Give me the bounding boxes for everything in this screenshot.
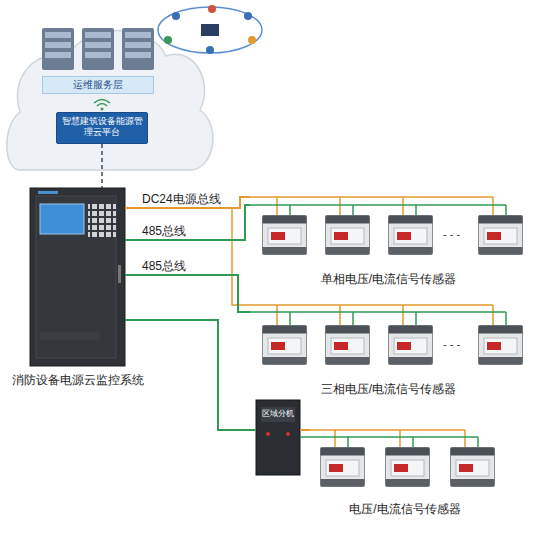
- ellipsis-label: - - -: [443, 338, 460, 351]
- node-text: 区域分机: [256, 410, 300, 419]
- dc24-bus-wire: [250, 197, 493, 215]
- cloud-platform-box: 智慧建筑设备能源管理云平台: [56, 112, 148, 144]
- server-slot: [85, 42, 111, 48]
- user-icon: [244, 12, 252, 20]
- monitor-cabinet: 消防设备电源云监控系统: [30, 188, 125, 366]
- server-slot: [45, 32, 71, 38]
- wifi-icon: [101, 108, 104, 111]
- node-text: 消防设备电源云监控系统: [12, 372, 144, 389]
- user-icon: [208, 5, 216, 13]
- extension-body: [256, 400, 300, 475]
- dc24-bus-wire: [232, 208, 493, 325]
- three-phase-sensor: [389, 326, 433, 365]
- cabinet-screen: [40, 204, 84, 234]
- three-phase-sensor: [263, 326, 307, 365]
- sensor-group: 三相电压/电流信号传感器: [250, 300, 527, 400]
- cabinet-door: [36, 196, 116, 358]
- device-icon: [201, 24, 219, 36]
- server-slot: [125, 32, 151, 38]
- cabinet-brand: [38, 191, 58, 194]
- user-icon: [172, 12, 180, 20]
- server-icon: [42, 28, 74, 70]
- server-icon: [82, 28, 114, 70]
- cloud-link: [101, 144, 103, 188]
- service-layer-band: 运维服务层: [42, 76, 154, 94]
- node-text: 单相电压/电流信号传感器: [250, 271, 527, 288]
- server-slot: [85, 52, 111, 58]
- rs485-bus-wire: [250, 205, 506, 215]
- server-icon: [122, 28, 154, 70]
- node-text: 三相电压/电流信号传感器: [250, 381, 527, 398]
- bus-line: [125, 205, 250, 240]
- vi-sensor: [451, 448, 495, 487]
- extension-lamp: [286, 432, 290, 436]
- three-phase-sensor: [326, 326, 370, 365]
- single-phase-sensor: [479, 216, 523, 255]
- server-slot: [125, 42, 151, 48]
- bus-label: 485总线: [140, 224, 188, 238]
- server-slot: [45, 52, 71, 58]
- wifi-icon: [97, 104, 107, 107]
- node-text: 智慧建筑设备能源管理云平台: [61, 116, 143, 137]
- user-icon: [164, 36, 172, 44]
- wifi-icon: [94, 100, 110, 104]
- sensor-group: 电压/电流信号传感器: [310, 425, 500, 520]
- server-slot: [85, 32, 111, 38]
- rs485-bus-wire: [300, 437, 478, 447]
- single-phase-sensor: [263, 216, 307, 255]
- single-phase-sensor: [326, 216, 370, 255]
- cabinet-plate: [40, 332, 100, 340]
- bus-wiring: [232, 197, 506, 447]
- vi-sensor: [386, 448, 430, 487]
- sensor-group: 单相电压/电流信号传感器: [250, 190, 527, 290]
- dc24-bus-wire: [310, 430, 465, 447]
- server-slot: [125, 52, 151, 58]
- cabinet-keypad: [88, 204, 116, 239]
- cabinet-body: [30, 188, 125, 366]
- cabinet-handle: [118, 265, 121, 283]
- ellipsis-label: - - -: [443, 228, 460, 241]
- three-phase-sensor: [479, 326, 523, 365]
- server-slot: [45, 42, 71, 48]
- vi-sensor: [321, 448, 365, 487]
- extension-lamp: [266, 432, 270, 436]
- bus-line: [125, 320, 256, 430]
- area-extension-box: 区域分机: [256, 400, 300, 475]
- node-text: 运维服务层: [73, 79, 123, 91]
- node-text: 电压/电流信号传感器: [310, 501, 500, 518]
- user-ring: [158, 7, 262, 53]
- bus-line: [125, 275, 250, 312]
- single-phase-sensor: [389, 216, 433, 255]
- bus-label: DC24电源总线: [140, 192, 223, 206]
- bus-label: 485总线: [140, 259, 188, 273]
- user-icon: [206, 46, 214, 54]
- user-icon: [248, 36, 256, 44]
- rs485-bus-wire: [250, 312, 506, 325]
- bus-line: [300, 429, 310, 431]
